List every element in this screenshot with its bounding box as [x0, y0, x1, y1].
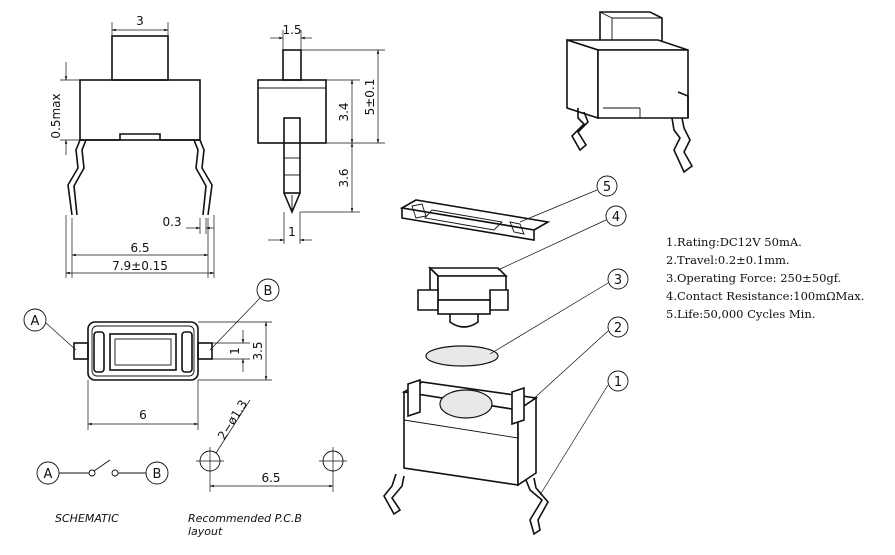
top-view [73, 321, 213, 381]
side-view-dimensions: 1.5 3.4 5±0.1 3.6 1 [268, 23, 385, 244]
exploded-part-1 [383, 473, 549, 536]
front-view [67, 35, 213, 216]
dim-pin-width: 1 [288, 225, 296, 239]
dim-body-width: 6 [139, 408, 147, 422]
spec-list: 1.Rating:DC12V 50mA. 2.Travel:0.2±0.1mm.… [666, 233, 864, 323]
callout-1: 1 [614, 375, 622, 390]
side-view [257, 49, 327, 215]
dim-side-width: 1.5 [282, 23, 301, 37]
dim-height-max: 0.5max [49, 93, 63, 138]
dim-overall-width: 7.9±0.15 [112, 259, 168, 273]
exploded-part-5 [399, 199, 551, 241]
exploded-part-3 [425, 345, 499, 367]
top-view-dimensions: 1 3.5 6 [87, 321, 272, 430]
dim-total-height: 5±0.1 [363, 79, 377, 116]
dim-pin-length: 3.6 [337, 168, 351, 187]
schematic-terminal-b: B [153, 467, 162, 482]
schematic-caption: SCHEMATIC [55, 512, 119, 525]
part-callouts: 5 4 3 2 1 [489, 175, 629, 496]
callout-4: 4 [612, 210, 620, 225]
spec-contact-resistance: 4.Contact Resistance:100mΩMax. [666, 289, 865, 303]
spec-travel: 2.Travel:0.2±0.1mm. [666, 253, 790, 267]
dim-terminal-width: 1 [228, 347, 242, 355]
top-view-callouts: A B [23, 278, 280, 351]
terminal-a-label: A [31, 314, 40, 329]
assembled-iso-view [566, 11, 694, 174]
pcb-caption-line2: layout [188, 525, 223, 538]
terminal-b-label: B [264, 284, 273, 299]
exploded-part-4 [417, 266, 509, 328]
pcb-caption-line1: Recommended P.C.B [188, 512, 302, 525]
front-view-dimensions: 3 0.5max 0.3 6.5 7.9±0.15 [49, 14, 215, 278]
dim-pcb-pitch: 6.5 [261, 471, 280, 485]
pcb-layout: 6.5 2−ø1.3 Recommended P.C.B layout [188, 397, 347, 538]
exploded-part-2 [401, 378, 539, 487]
dim-pin-thickness: 0.3 [162, 215, 181, 229]
spec-operating-force: 3.Operating Force: 250±50gf. [666, 271, 842, 285]
callout-3: 3 [614, 273, 622, 288]
dim-body-height: 3.4 [337, 102, 351, 121]
dim-hole-dia: 2−ø1.3 [215, 397, 250, 442]
schematic: A B SCHEMATIC [36, 459, 169, 525]
callout-5: 5 [603, 180, 611, 195]
dim-pin-pitch: 6.5 [130, 241, 149, 255]
spec-rating: 1.Rating:DC12V 50mA. [666, 235, 802, 249]
dim-body-depth: 3.5 [251, 341, 265, 360]
spec-life: 5.Life:50,000 Cycles Min. [666, 307, 816, 321]
dim-top-width: 3 [136, 14, 144, 28]
schematic-terminal-a: A [44, 467, 53, 482]
callout-2: 2 [614, 321, 622, 336]
